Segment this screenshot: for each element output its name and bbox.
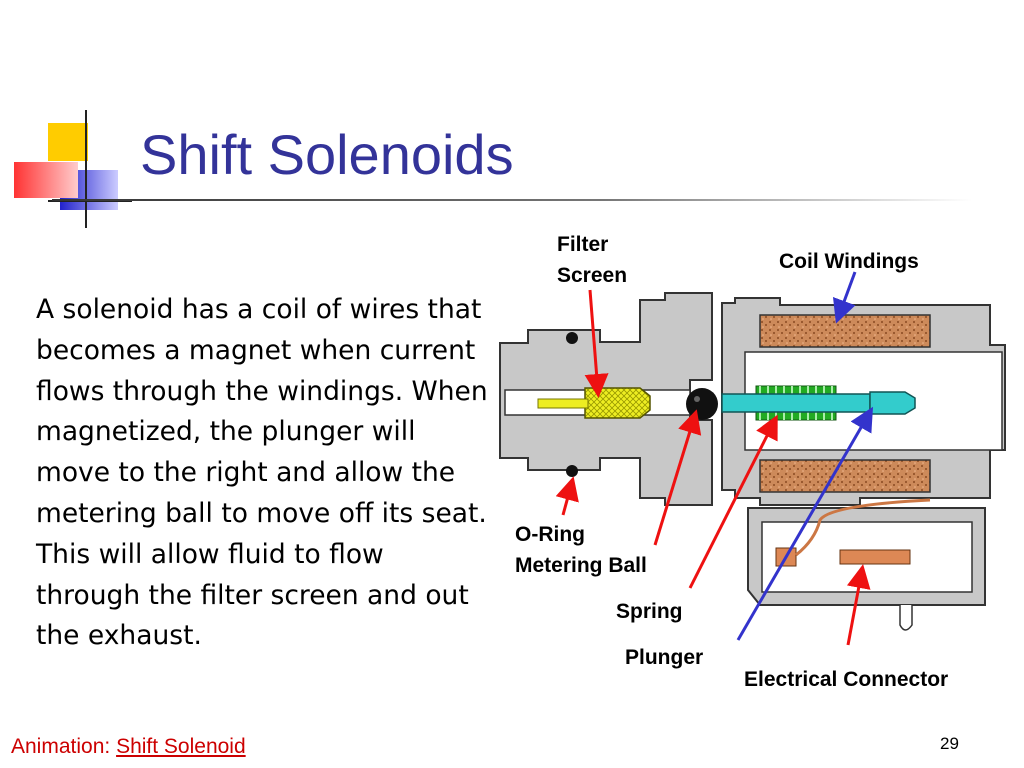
label-coil-windings: Coil Windings [779, 250, 919, 273]
coil-windings-top [759, 314, 931, 348]
coil-windings-bottom [759, 459, 931, 493]
title-divider [52, 199, 972, 201]
o-ring-bottom [566, 465, 578, 477]
label-electrical-connector: Electrical Connector [744, 668, 948, 691]
slide-title: Shift Solenoids [140, 123, 514, 186]
animation-footer: Animation: Shift Solenoid [11, 735, 246, 759]
animation-link[interactable]: Shift Solenoid [116, 735, 246, 758]
slide-number: 29 [940, 734, 959, 753]
plunger [721, 393, 871, 413]
o-ring-top [566, 332, 578, 344]
label-filter-screen-line2: Screen [557, 264, 627, 287]
title-accent-squares [14, 110, 132, 228]
label-spring: Spring [616, 600, 683, 623]
label-filter-screen-line1: Filter [557, 233, 608, 256]
label-o-ring: O-Ring [515, 523, 585, 546]
accent-yellow-square [48, 123, 88, 161]
accent-red-square [14, 162, 78, 198]
filter-screen [584, 387, 651, 419]
label-plunger: Plunger [625, 646, 703, 669]
electrical-connector [775, 498, 931, 567]
footer-prefix: Animation: [11, 735, 117, 758]
slide-body-text: A solenoid has a coil of wires that beco… [36, 294, 488, 652]
solenoid-diagram: Filter Screen Coil Windings O-Ring Meter… [499, 233, 1006, 691]
label-metering-ball: Metering Ball [515, 554, 647, 577]
metering-ball [686, 388, 718, 420]
